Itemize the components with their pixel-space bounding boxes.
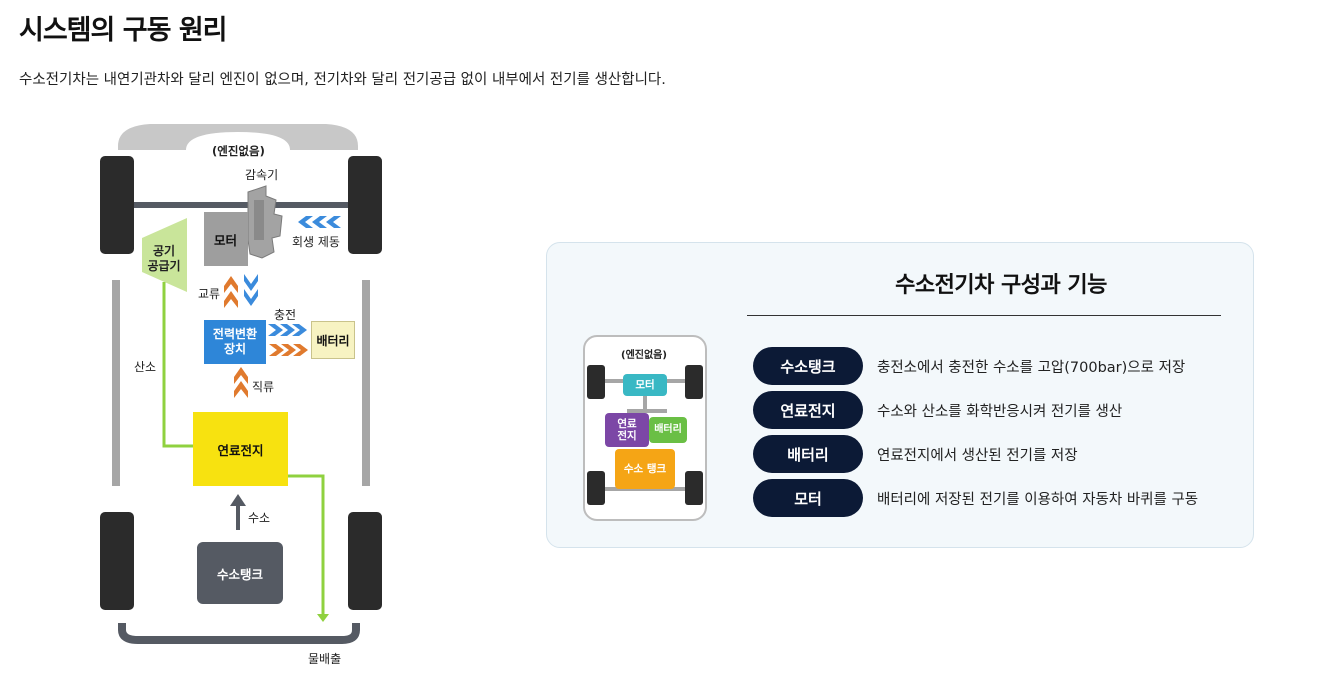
- drive-system-diagram: (엔진없음) 감속기 모터 회생 제동 공기 공급기 교류 충전 전력변환 장치…: [90, 120, 400, 680]
- mini-connector: [643, 391, 647, 411]
- right-frame-rail: [362, 280, 370, 486]
- ac-up-arrows: [224, 276, 238, 308]
- mini-rear-left-wheel: [587, 471, 605, 505]
- front-right-wheel: [348, 156, 382, 254]
- component-desc-tank: 충전소에서 충전한 수소를 고압(700bar)으로 저장: [877, 359, 1186, 376]
- fuel-cell-box: 연료전지: [193, 412, 288, 486]
- component-row-motor: 모터 배터리에 저장된 전기를 이용하여 자동차 바퀴를 구동: [753, 479, 1198, 517]
- power-converter-box: 전력변환 장치: [204, 320, 266, 364]
- component-pill-motor: 모터: [753, 479, 863, 517]
- mini-motor-box: 모터: [623, 374, 667, 396]
- page-description: 수소전기차는 내연기관차와 달리 엔진이 없으며, 전기차와 달리 전기공급 없…: [19, 72, 666, 88]
- hydrogen-arrow-shaft: [236, 506, 240, 530]
- front-axle: [130, 202, 352, 208]
- hydrogen-tank-box: 수소탱크: [197, 542, 283, 604]
- component-list: 수소탱크 충전소에서 충전한 수소를 고압(700bar)으로 저장 연료전지 …: [753, 347, 1198, 523]
- water-line-arrowhead: [317, 614, 329, 622]
- front-left-wheel: [100, 156, 134, 254]
- dc-label: 직류: [252, 380, 275, 394]
- chassis-graphic: [100, 124, 382, 644]
- component-desc-motor: 배터리에 저장된 전기를 이용하여 자동차 바퀴를 구동: [877, 491, 1199, 508]
- component-row-fuel-cell: 연료전지 수소와 산소를 화학반응시켜 전기를 생산: [753, 391, 1198, 429]
- ac-label: 교류: [198, 287, 221, 301]
- reducer-label: 감속기: [245, 168, 279, 182]
- air-supply-shape: [142, 218, 187, 292]
- mini-connector-h: [627, 409, 667, 413]
- water-line: [288, 474, 325, 614]
- component-pill-tank: 수소탱크: [753, 347, 863, 385]
- mini-chassis-diagram: (엔진없음) 모터 연료 전지 배터리 수소 탱크: [583, 335, 707, 521]
- panel-divider: [747, 315, 1221, 316]
- mini-rear-right-wheel: [685, 471, 703, 505]
- rear-bumper: [118, 623, 360, 644]
- component-desc-fuel-cell: 수소와 산소를 화학반응시켜 전기를 생산: [877, 403, 1123, 420]
- hydrogen-label: 수소: [248, 511, 271, 525]
- reducer-shape: [247, 185, 283, 259]
- component-pill-fuel-cell: 연료전지: [753, 391, 863, 429]
- reducer-inner: [254, 200, 264, 240]
- component-info-panel: 수소전기차 구성과 기능 (엔진없음) 모터 연료 전지 배터리 수소 탱크 수…: [546, 242, 1254, 548]
- rear-right-wheel: [348, 512, 382, 610]
- page-title: 시스템의 구동 원리: [19, 15, 228, 46]
- panel-title: 수소전기차 구성과 기능: [895, 273, 1107, 298]
- oxygen-line: [162, 282, 193, 448]
- component-pill-battery: 배터리: [753, 435, 863, 473]
- component-desc-battery: 연료전지에서 생산된 전기를 저장: [877, 447, 1078, 464]
- water-out-label: 물배출: [308, 652, 342, 666]
- discharge-arrows: [269, 344, 308, 356]
- mini-fuel-cell-box: 연료 전지: [605, 413, 649, 447]
- air-supply-box: 공기 공급기: [147, 244, 181, 273]
- no-engine-label: (엔진없음): [212, 144, 265, 158]
- charge-arrows: [268, 324, 307, 336]
- regen-arrows: [298, 216, 341, 228]
- ac-down-arrows: [244, 274, 258, 306]
- hydrogen-arrow-head: [230, 494, 246, 506]
- motor-box: 모터: [204, 212, 248, 266]
- mini-front-left-wheel: [587, 365, 605, 399]
- component-row-battery: 배터리 연료전지에서 생산된 전기를 저장: [753, 435, 1198, 473]
- component-row-tank: 수소탱크 충전소에서 충전한 수소를 고압(700bar)으로 저장: [753, 347, 1198, 385]
- charge-label: 충전: [274, 308, 297, 322]
- mini-battery-box: 배터리: [649, 417, 687, 443]
- battery-box: 배터리: [311, 321, 355, 359]
- engine-bay-cutout: [186, 132, 290, 150]
- mini-front-right-wheel: [685, 365, 703, 399]
- regen-braking-label: 회생 제동: [292, 235, 340, 249]
- dc-arrows: [234, 367, 248, 398]
- oxygen-label: 산소: [134, 360, 157, 374]
- mini-no-engine-label: (엔진없음): [621, 350, 667, 361]
- mini-tank-box: 수소 탱크: [615, 449, 675, 489]
- left-frame-rail: [112, 280, 120, 486]
- mini-rear-axle: [597, 487, 693, 491]
- rear-left-wheel: [100, 512, 134, 610]
